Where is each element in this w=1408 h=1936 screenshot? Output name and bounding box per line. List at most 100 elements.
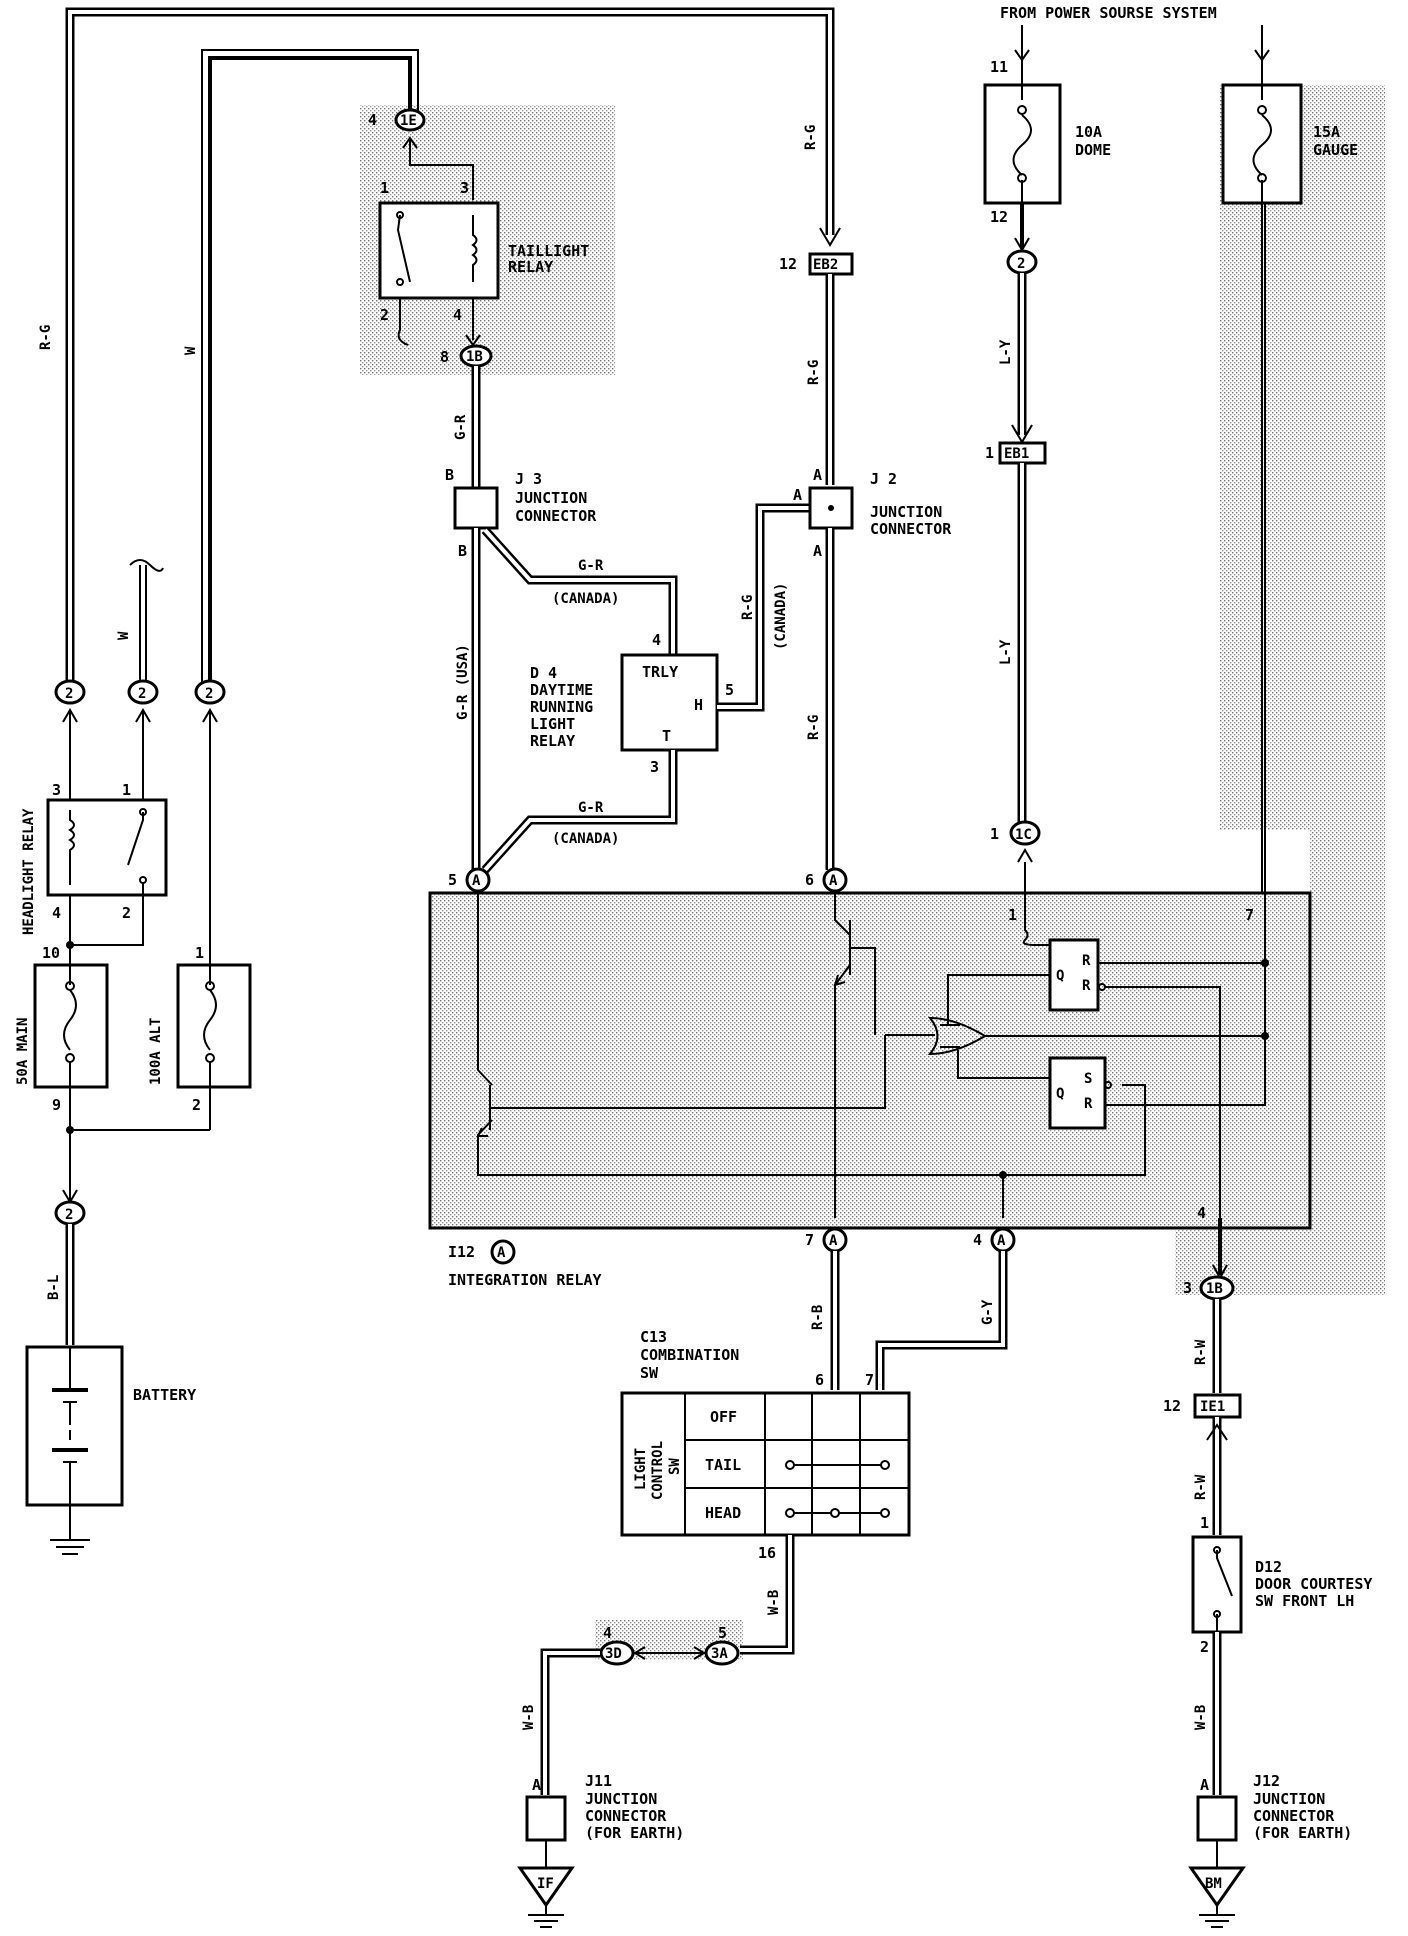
connector-3a <box>704 1640 740 1666</box>
d4-line3: LIGHT <box>530 715 575 733</box>
comb-sw-pin7: 7 <box>865 1371 874 1389</box>
j12-line1: JUNCTION <box>1253 1790 1325 1808</box>
d4-line1: DAYTIME <box>530 681 593 699</box>
headlight-relay-label: HEADLIGHT RELAY <box>21 808 37 935</box>
wire-label-canada2: (CANADA) <box>552 831 619 847</box>
taillight-relay-label-2: RELAY <box>508 258 553 276</box>
comb-row-tail: TAIL <box>705 1456 741 1474</box>
wire-label-gy: G-Y <box>980 1299 996 1325</box>
connector-1e-pin: 4 <box>368 111 377 129</box>
j3-pin-bottom: B <box>458 542 467 560</box>
wire-label-wb-3: W-B <box>1193 1705 1209 1730</box>
hl-pin-2: 2 <box>122 904 131 922</box>
wire-label-rg-j2a: R-G <box>806 360 822 385</box>
wire-label-gr-top: G-R <box>453 414 469 440</box>
connector-1b-low-pin: 3 <box>1183 1279 1192 1297</box>
power-source-label: FROM POWER SOURSE SYSTEM <box>1000 4 1217 22</box>
ground-bm-label: BM <box>1205 1876 1222 1892</box>
wire-label-bl: B-L <box>46 1275 62 1300</box>
latch2-r: R <box>1084 1096 1093 1112</box>
j11-line2: CONNECTOR <box>585 1807 667 1825</box>
connector-a7-pin: 7 <box>805 1231 814 1249</box>
fuse-dome-rating: 10A <box>1075 123 1102 141</box>
j11-code: J11 <box>585 1772 612 1790</box>
fuse-dome-name: DOME <box>1075 141 1111 159</box>
connector-2-batt-id: 2 <box>65 1207 73 1223</box>
connector-2-b-id: 2 <box>138 686 146 702</box>
connector-2-c <box>194 679 226 705</box>
comb-row-off: OFF <box>710 1408 737 1426</box>
comb-head-contacts <box>785 1508 890 1518</box>
j2-line2: CONNECTOR <box>870 520 952 538</box>
connector-3a-id: 3A <box>711 1646 728 1662</box>
d4-pin3: 3 <box>650 758 659 776</box>
j2-pin-top: A <box>813 466 822 484</box>
d4-pin5: 5 <box>725 681 734 699</box>
door-sw-pin2: 2 <box>1200 1638 1209 1656</box>
connector-a5-pin: 5 <box>448 871 457 889</box>
fuse-gauge-name: GAUGE <box>1313 141 1358 159</box>
integration-relay-box <box>428 891 1312 1230</box>
wire-label-rw-2: R-W <box>1193 1474 1209 1500</box>
tl-pin-1: 1 <box>380 179 389 197</box>
comb-sw-pin16: 16 <box>758 1544 776 1562</box>
power-arrow-dome <box>1014 25 1030 62</box>
d4-line4: RELAY <box>530 732 575 750</box>
connector-1c-id: 1C <box>1015 827 1032 843</box>
fuse-main-label: 50A MAIN <box>15 1018 31 1085</box>
latch1-q: Q <box>1056 968 1064 984</box>
headlight-relay <box>46 798 168 897</box>
connector-eb1-id: EB1 <box>1004 446 1029 462</box>
latch2-s: S <box>1084 1071 1092 1087</box>
side-label-light: LIGHT <box>633 1448 649 1490</box>
comb-sw-line2: SW <box>640 1364 659 1382</box>
headlight-relay-switch <box>127 812 144 866</box>
wire-label-w-mid: W <box>116 631 132 640</box>
comb-tail-contacts <box>785 1460 890 1470</box>
wire-label-rg-canada: R-G <box>740 595 756 620</box>
d4-h: H <box>694 696 703 714</box>
taillight-relay-coil <box>471 215 478 282</box>
connector-2-c-id: 2 <box>205 686 213 702</box>
fuse-alt-label: 100A ALT <box>148 1018 164 1085</box>
alt-fuse-pin-bottom: 2 <box>192 1096 201 1114</box>
side-label-control: CONTROL <box>650 1441 666 1500</box>
wire-label-gr-canada1: G-R <box>578 558 604 574</box>
wire-label-canada1: (CANADA) <box>552 591 619 607</box>
wire-label-wb-1: W-B <box>766 1590 782 1615</box>
wire-label-ly-2: L-Y <box>998 639 1014 665</box>
j11-line1: JUNCTION <box>585 1790 657 1808</box>
comb-sw-pin6: 6 <box>815 1371 824 1389</box>
fuse-dome-pin-out: 12 <box>990 208 1008 226</box>
d4-pin4: 4 <box>652 631 661 649</box>
fuse-dome-element <box>1012 60 1032 203</box>
connector-eb2-id: EB2 <box>813 257 838 273</box>
wire-label-rw-1: R-W <box>1193 1339 1209 1365</box>
j11-line3: (FOR EARTH) <box>585 1824 684 1842</box>
comb-sw-line1: COMBINATION <box>640 1346 739 1364</box>
connector-ie1-id: IE1 <box>1200 1399 1225 1415</box>
side-label-sw: SW <box>667 1458 683 1475</box>
j11-pin: A <box>532 1776 541 1794</box>
relay-pin-4: 4 <box>1197 1204 1206 1222</box>
sr-latch-1 <box>1048 938 1100 1012</box>
d4-t: T <box>662 727 671 745</box>
j12-code: J12 <box>1253 1772 1280 1790</box>
main-fuse-pin-bottom: 9 <box>52 1096 61 1114</box>
wire-label-rb: R-B <box>810 1305 826 1330</box>
connector-a4-id: A <box>997 1233 1006 1249</box>
d4-trly: TRLY <box>642 663 678 681</box>
d4-line2: RUNNING <box>530 698 593 716</box>
connector-ie1-pin: 12 <box>1163 1397 1181 1415</box>
integration-relay-connector: A <box>497 1245 506 1261</box>
connector-2-dome-id: 2 <box>1017 256 1025 272</box>
j3-pin-top: B <box>445 466 454 484</box>
connector-a5-id: A <box>472 873 481 889</box>
transistor-2 <box>834 891 876 1218</box>
j12-line2: CONNECTOR <box>1253 1807 1335 1825</box>
fuse-dome-pin-in: 11 <box>990 58 1008 76</box>
j2-line1: JUNCTION <box>870 503 942 521</box>
door-sw-line1: DOOR COURTESY <box>1255 1575 1372 1593</box>
comb-sw-code: C13 <box>640 1328 667 1346</box>
latch1-r: R <box>1082 953 1091 969</box>
